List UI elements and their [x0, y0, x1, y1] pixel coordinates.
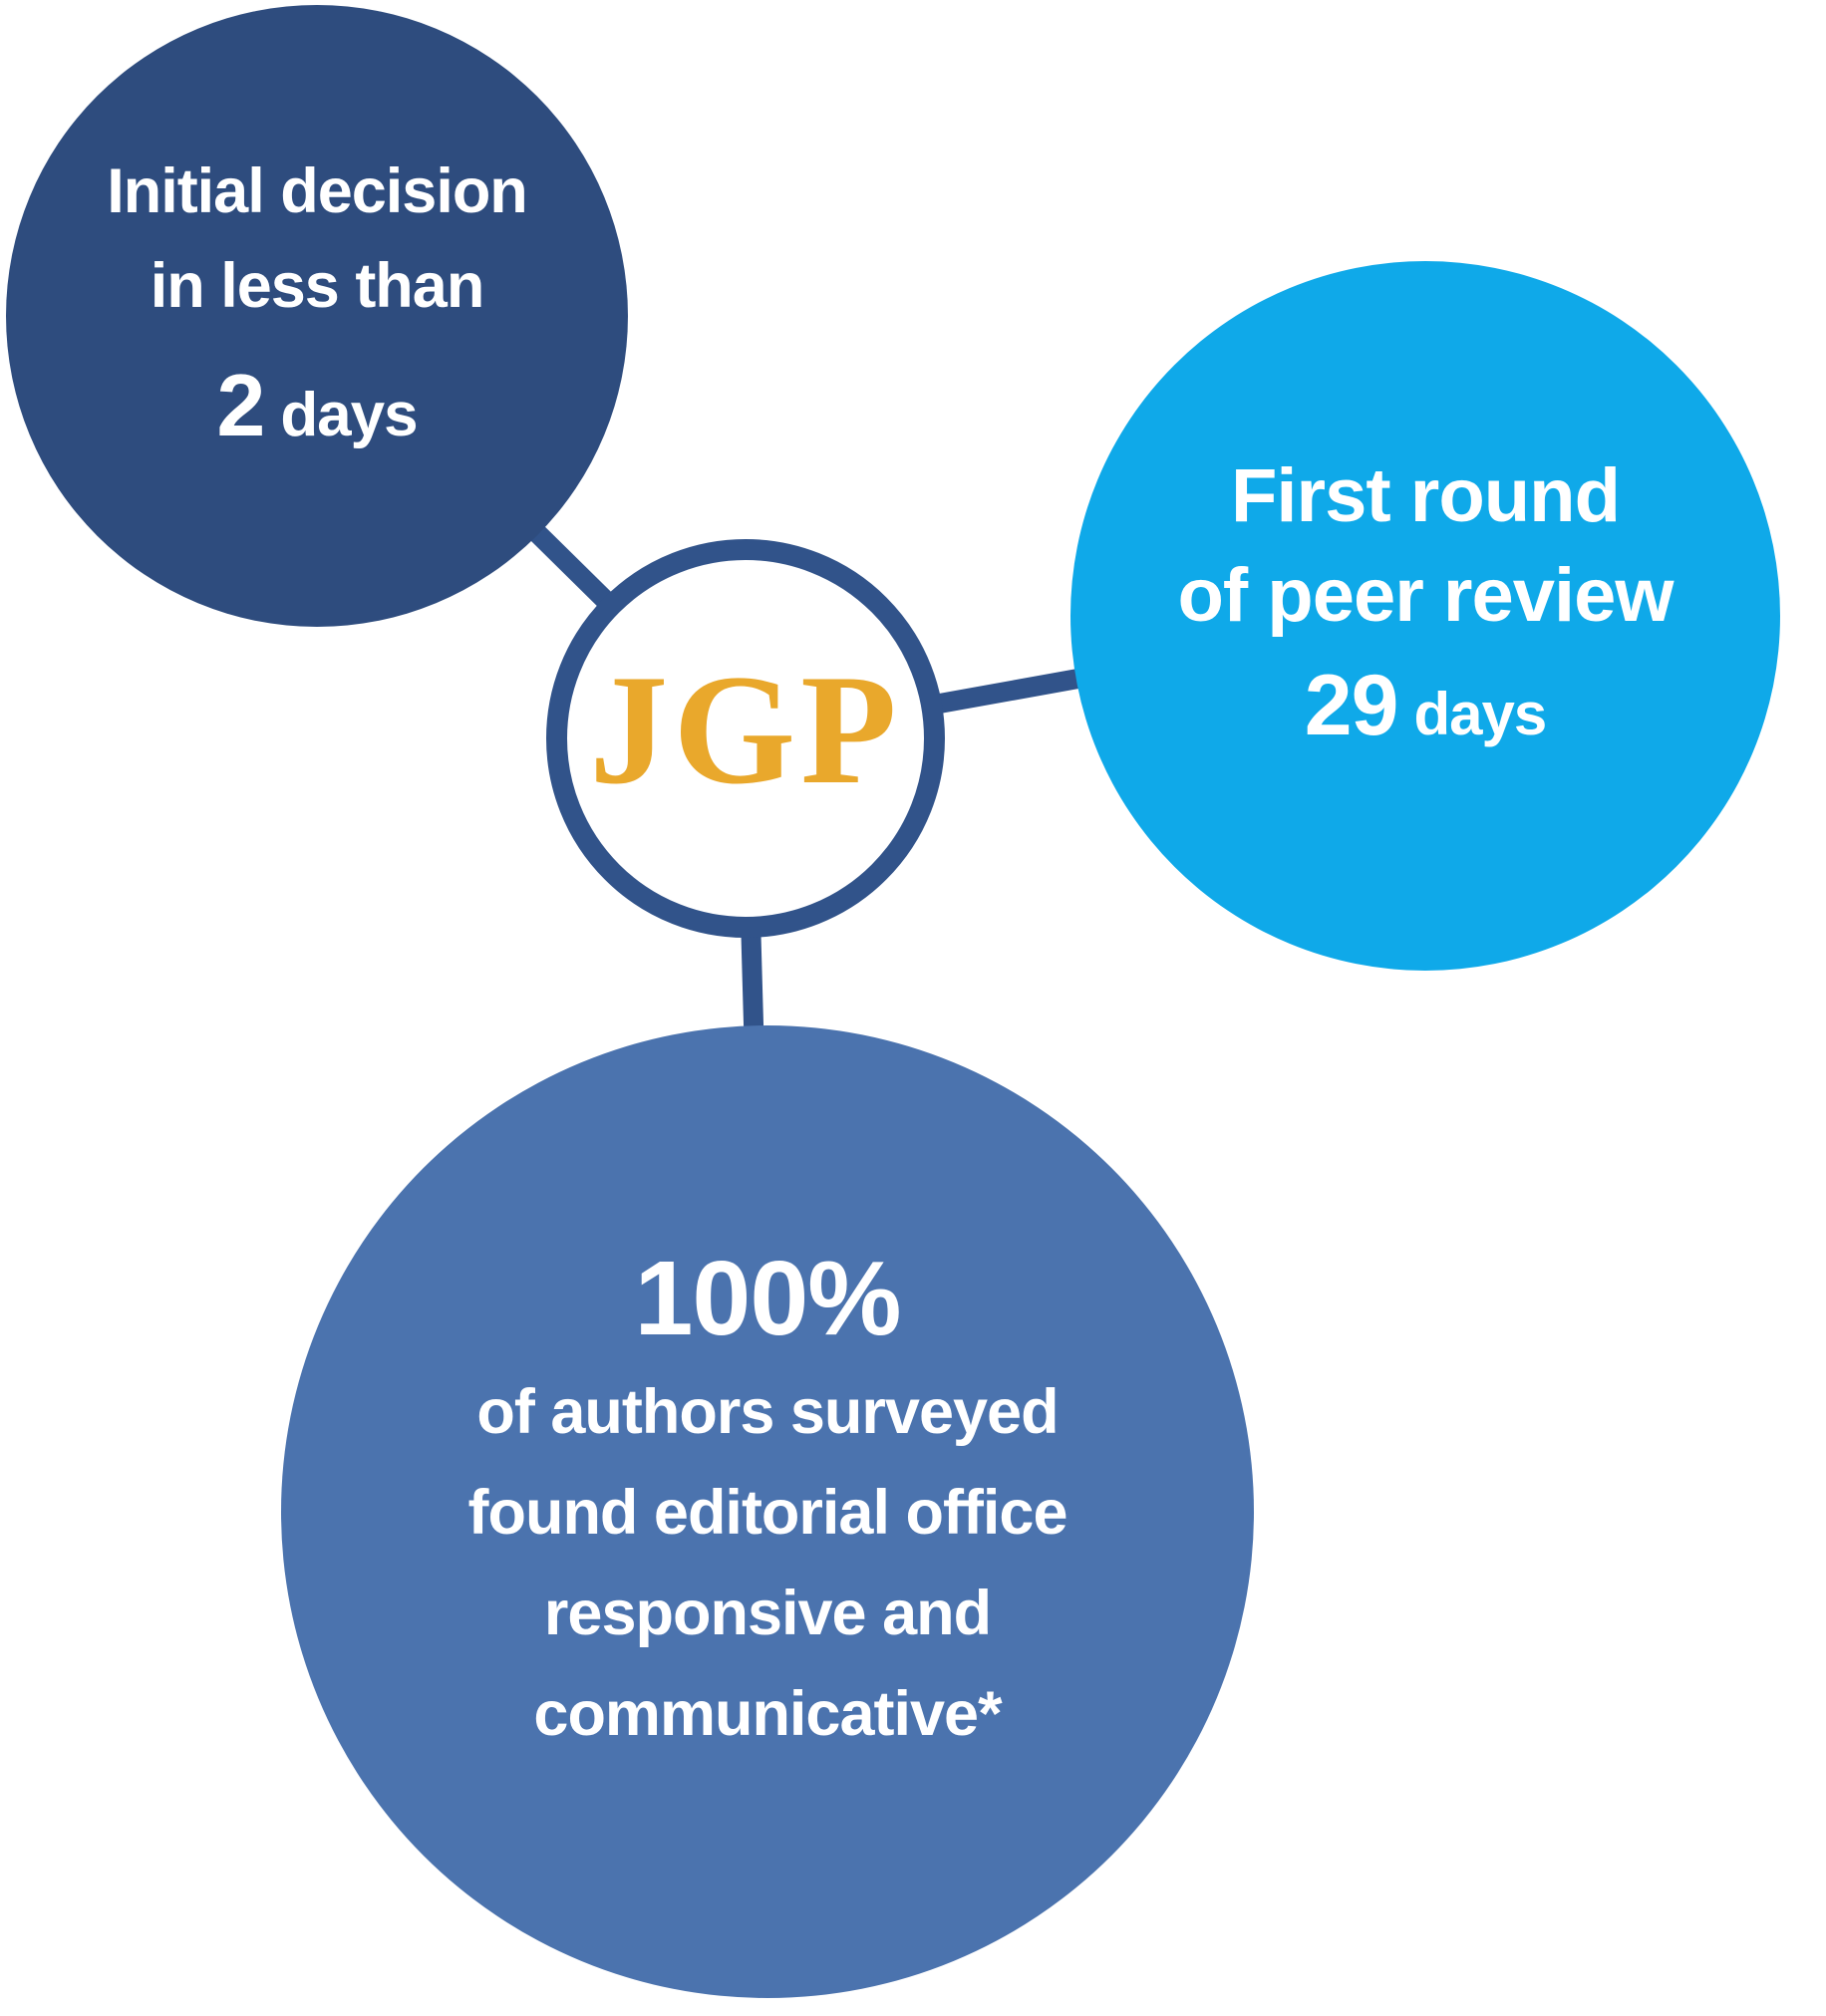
- initial-decision-unit: days: [280, 380, 418, 449]
- initial-decision-line1: Initial decision: [107, 155, 528, 226]
- jgp-hub-circle: JGP: [546, 539, 945, 938]
- authors-survey-line1: of authors surveyed: [476, 1377, 1059, 1447]
- authors-survey-value: 100%: [634, 1240, 901, 1357]
- authors-survey-line3: responsive and: [543, 1579, 992, 1648]
- peer-review-unit: days: [1413, 680, 1547, 747]
- authors-survey-circle: 100% of authors surveyed found editorial…: [281, 1025, 1254, 1998]
- jgp-logo: JGP: [589, 643, 902, 817]
- authors-survey-line4: communicative*: [533, 1679, 1002, 1749]
- initial-decision-line2: in less than: [150, 250, 485, 321]
- peer-review-value: 29: [1304, 657, 1399, 753]
- authors-survey-line2: found editorial office: [467, 1478, 1068, 1548]
- peer-review-line1: First round: [1230, 452, 1621, 538]
- initial-decision-value: 2: [216, 355, 265, 454]
- authors-survey-text: 100% of authors surveyed found editorial…: [467, 1235, 1068, 1765]
- peer-review-line2: of peer review: [1177, 552, 1674, 638]
